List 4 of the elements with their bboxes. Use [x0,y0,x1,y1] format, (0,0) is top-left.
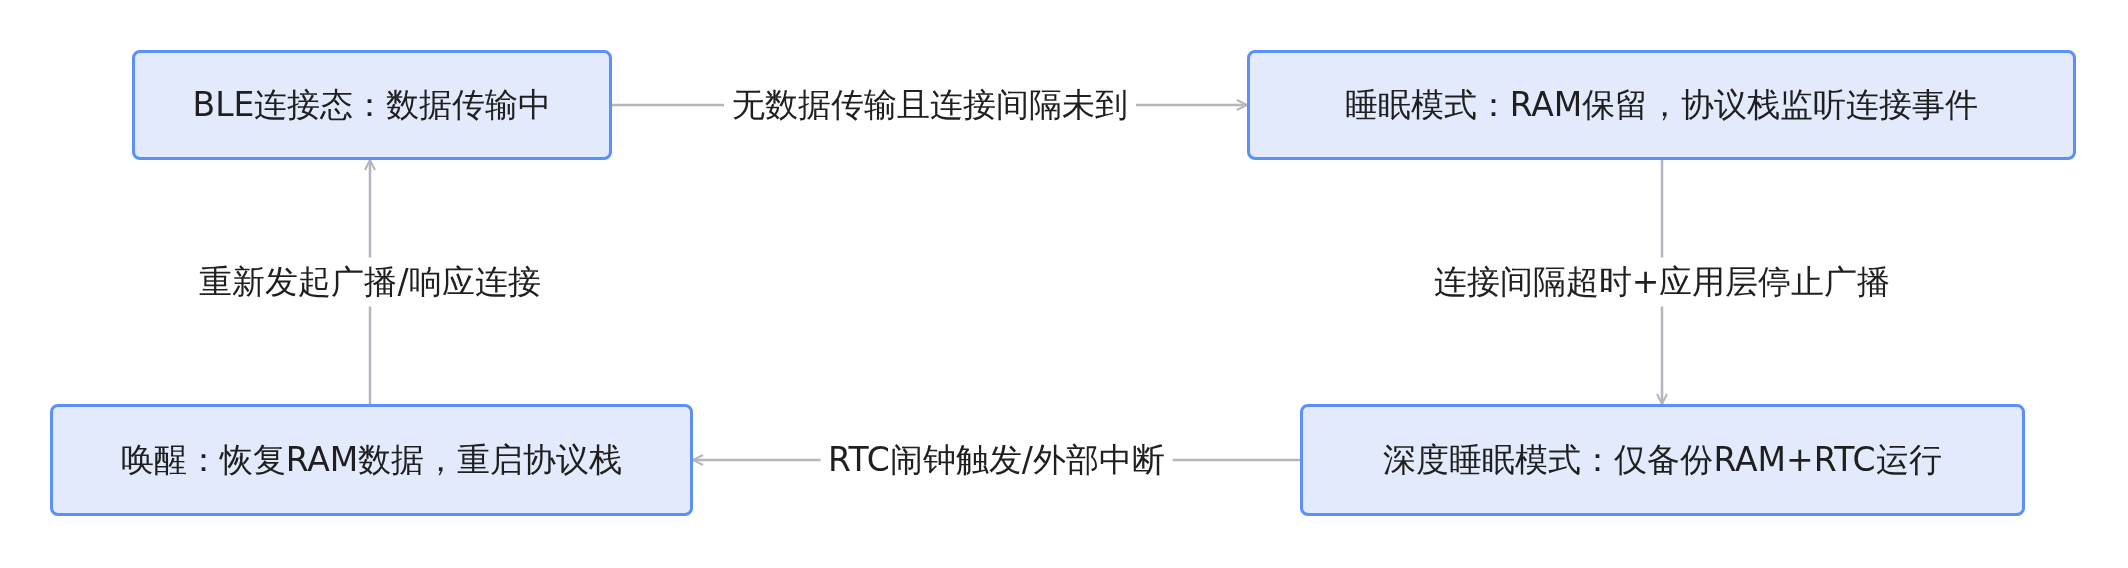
state-box: 深度睡眠模式：仅备份RAM+RTC运行 [1300,404,2025,516]
state-box: 睡眠模式：RAM保留，协议栈监听连接事件 [1247,50,2076,160]
state-box: 唤醒：恢复RAM数据，重启协议栈 [50,404,693,516]
state-box: BLE连接态：数据传输中 [132,50,612,160]
